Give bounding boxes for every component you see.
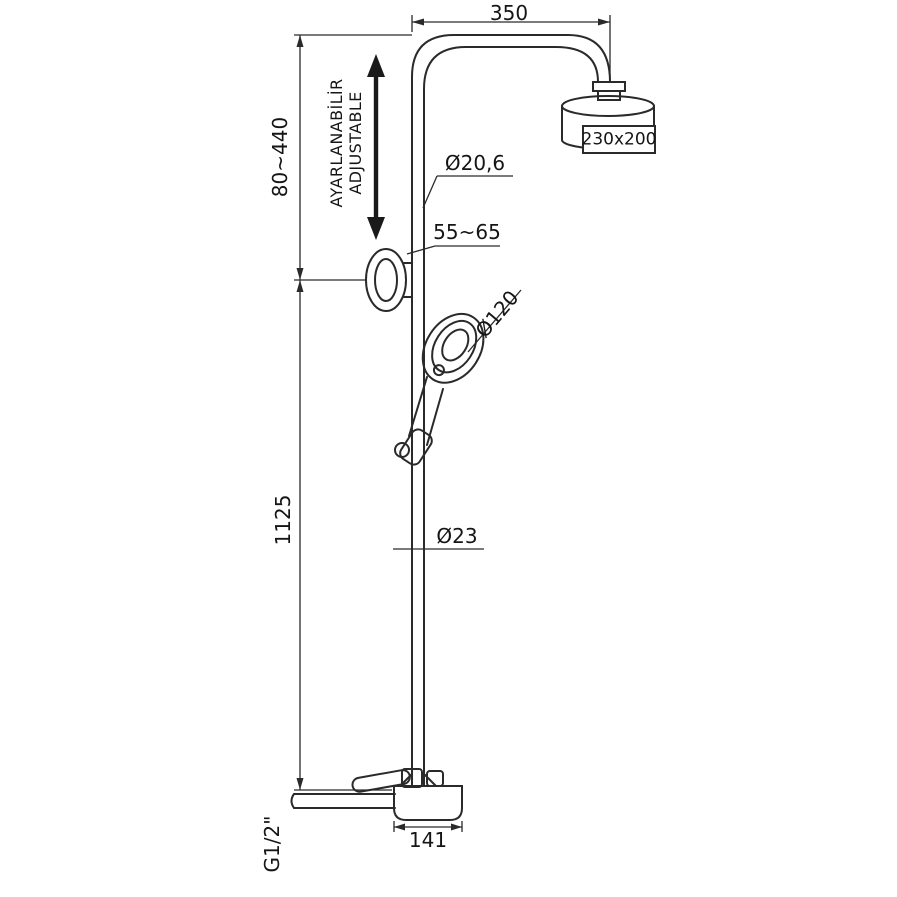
wall-flange-neck: [402, 262, 413, 298]
dim-141-label: 141: [408, 828, 448, 852]
head-size-label: 230x200: [581, 129, 657, 150]
dia-23-label: Ø23: [436, 524, 478, 548]
adjustable-range-arrow: [367, 54, 385, 240]
spout: [290, 793, 396, 809]
adjustable-label-en: ADJUSTABLE: [346, 91, 365, 195]
mixer-handle: [351, 769, 411, 793]
dia-20-6-label: Ø20,6: [444, 151, 506, 175]
hand-shower-head: [421, 312, 485, 384]
hand-shower-handle: [408, 376, 444, 446]
riser-pipe-right-edge: [423, 46, 599, 787]
dimension-arrows: [296, 18, 610, 831]
shower-head-connector: [592, 81, 626, 92]
hand-shower-holder: [394, 428, 433, 466]
mixer-body: [393, 785, 463, 821]
dimension-lines: [294, 15, 611, 832]
wall-flange-inner: [374, 258, 398, 302]
adjustable-label-tr: AYARLANABİLİR: [327, 78, 346, 208]
dim-55-65-label: 55~65: [433, 220, 501, 244]
head-size-box: [582, 125, 656, 154]
riser-pipe-left-edge: [411, 34, 611, 787]
dim-80-440-label: 80~440: [268, 116, 292, 198]
dim-1125-label: 1125: [271, 494, 295, 546]
dim-350-label: 350: [489, 1, 529, 25]
thread-g12-label: G1/2": [260, 815, 284, 873]
